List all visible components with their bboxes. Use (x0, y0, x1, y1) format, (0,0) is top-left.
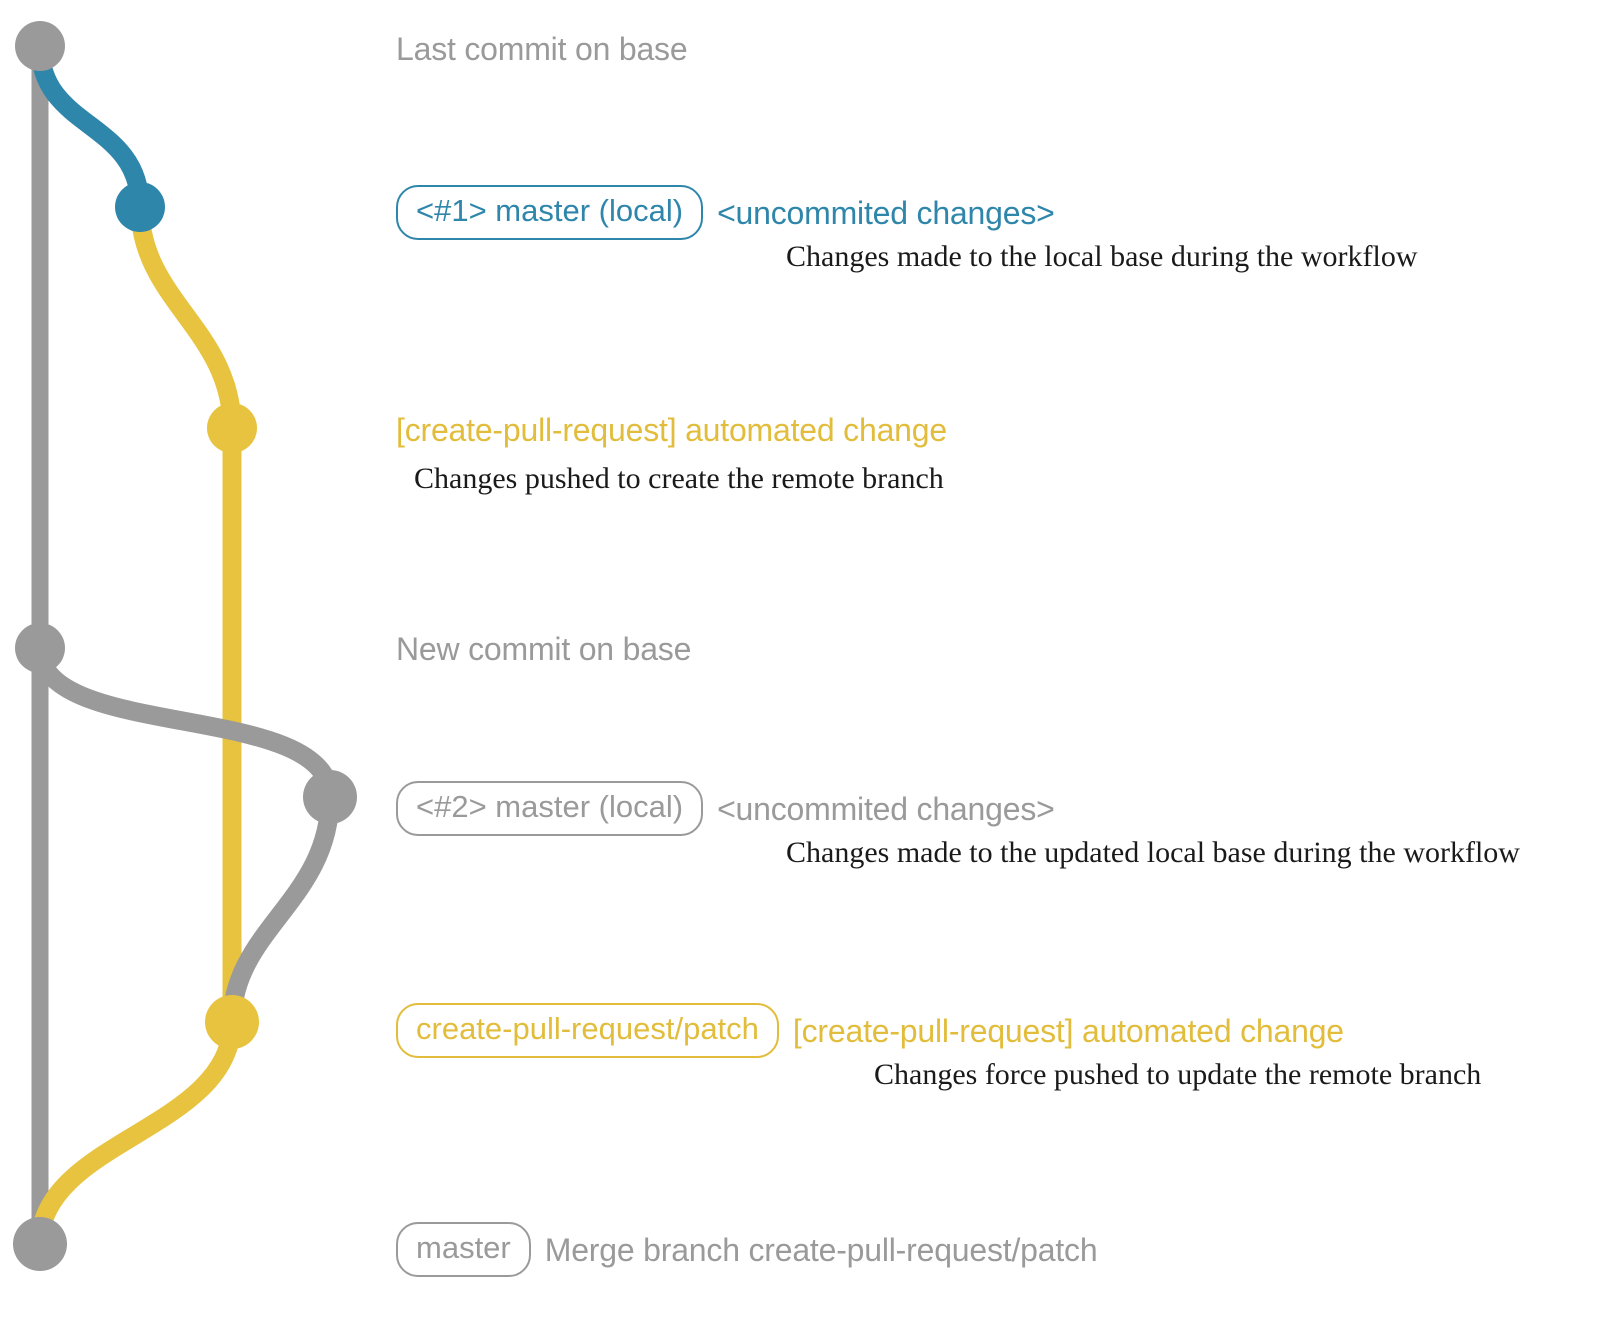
ref-chip-master[interactable]: master (396, 1222, 531, 1277)
base-to-local2-line (30, 638, 340, 807)
commit-node-base-new[interactable] (15, 623, 65, 673)
commit-node-patch-1[interactable] (207, 403, 257, 453)
row-local-master-1: <#1> master (local) <uncommited changes> (396, 185, 1055, 240)
ref-chip-create-pull-request-patch[interactable]: create-pull-request/patch (396, 1003, 779, 1058)
blue-branch-line (30, 36, 150, 217)
row-automated-change-1: [create-pull-request] automated change (396, 411, 947, 449)
ref-chip-local-master-2[interactable]: <#2> master (local) (396, 781, 704, 836)
commit-node-patch-2[interactable] (205, 995, 259, 1049)
commit-headline: New commit on base (396, 631, 692, 667)
git-graph (13, 21, 357, 1271)
row-local-master-2: <#2> master (local) <uncommited changes> (396, 781, 1055, 836)
row-automated-change-2: create-pull-request/patch [create-pull-r… (396, 1003, 1344, 1058)
row-new-commit-on-base: New commit on base (396, 630, 691, 668)
ref-chip-local-master-1[interactable]: <#1> master (local) (396, 185, 704, 240)
commit-node-local-1[interactable] (115, 182, 165, 232)
row-description-local-master-1: Changes made to the local base during th… (786, 240, 1418, 273)
row-merge-commit: master Merge branch create-pull-request/… (396, 1222, 1098, 1277)
row-description-local-master-2: Changes made to the updated local base d… (786, 836, 1520, 869)
patch-branch-line-1 (130, 197, 242, 438)
commit-message: <uncommited changes> (717, 194, 1055, 231)
row-description-automated-change-1: Changes pushed to create the remote bran… (414, 462, 944, 495)
row-last-commit-on-base: Last commit on base (396, 30, 688, 68)
commit-message: <uncommited changes> (717, 790, 1055, 827)
commit-node-merge[interactable] (13, 1217, 67, 1271)
local2-to-patch2-line (222, 787, 340, 1032)
commit-node-base-top[interactable] (15, 21, 65, 71)
commit-headline: [create-pull-request] automated change (396, 412, 947, 448)
commit-message: [create-pull-request] automated change (792, 1012, 1344, 1049)
commit-headline: Last commit on base (396, 31, 688, 67)
patch-to-merge-line (30, 1012, 242, 1254)
commit-node-local-2[interactable] (303, 770, 357, 824)
commit-message: Merge branch create-pull-request/patch (544, 1231, 1098, 1268)
row-description-automated-change-2: Changes force pushed to update the remot… (874, 1058, 1482, 1091)
